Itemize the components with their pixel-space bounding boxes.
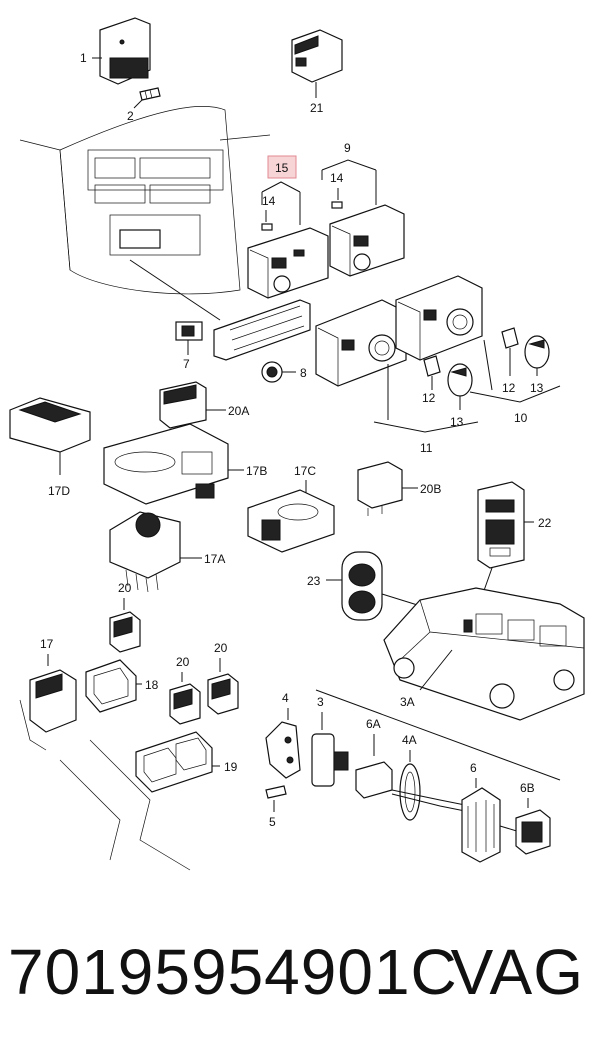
callout-20-c: 20 (214, 641, 228, 655)
callout-19: 19 (224, 760, 238, 774)
part-20-switch-c (207, 673, 239, 715)
callout-17B: 17B (246, 464, 267, 478)
part-10-control-unit (395, 275, 483, 361)
part-18-frame (85, 659, 137, 713)
part-12-clip-a (423, 355, 441, 377)
callout-17C: 17C (294, 464, 316, 478)
footer: 70195954901C VAG (0, 935, 600, 1035)
part-20-switch-b (169, 683, 201, 725)
callout-7: 7 (183, 357, 190, 371)
part-20B-relay (357, 461, 403, 516)
part-20A-switch (159, 381, 207, 429)
part-13-knob-a (447, 363, 473, 397)
part-6-boot (461, 787, 501, 863)
callout-4: 4 (282, 691, 289, 705)
callout-9: 9 (344, 141, 351, 155)
part-21-module (291, 29, 343, 83)
callout-2: 2 (127, 109, 134, 123)
callout-22: 22 (538, 516, 552, 530)
brand-name: VAG (450, 936, 584, 1008)
part-17D-cover (9, 397, 91, 453)
callout-6B: 6B (520, 781, 535, 795)
callout-13-a: 13 (530, 381, 544, 395)
callout-18: 18 (145, 678, 159, 692)
part-1-holder (99, 17, 151, 85)
center-console-outline (59, 739, 191, 871)
part-3-switch (311, 733, 349, 787)
part-5-screw (265, 785, 287, 799)
part-6B-plug (515, 809, 551, 855)
callout-12-b: 12 (422, 391, 436, 405)
part-19-frame (135, 731, 213, 793)
callout-6A: 6A (366, 717, 381, 731)
callout-11: 11 (420, 441, 433, 455)
part-12-clip-b (501, 327, 519, 349)
part-8-knob (261, 361, 283, 383)
callout-20-b: 20 (176, 655, 190, 669)
callout-23: 23 (307, 574, 321, 588)
part-11-control-unit (315, 299, 407, 387)
part-9-switch-panel (329, 204, 405, 277)
callout-20-a: 20 (118, 581, 132, 595)
part-13-knob-b (524, 335, 550, 369)
part-17C-panel (247, 489, 335, 553)
part-6A-connector (355, 761, 393, 799)
part-17-switch (19, 669, 77, 751)
callout-14-a: 14 (262, 194, 276, 208)
part-15-switch-panel (247, 227, 329, 299)
callout-6: 6 (470, 761, 477, 775)
heater-control-strip (213, 299, 311, 361)
part-4-latch (265, 721, 301, 779)
callout-4A: 4A (402, 733, 417, 747)
callout-10: 10 (514, 411, 528, 425)
callout-5: 5 (269, 815, 276, 829)
van-illustration (383, 587, 585, 721)
part-17A-switch (109, 511, 181, 593)
part-number: 70195954901C (8, 936, 458, 1008)
highlight-15 (267, 155, 297, 179)
callout-17D: 17D (48, 484, 70, 498)
callout-12-a: 12 (502, 381, 516, 395)
callout-20B: 20B (420, 482, 441, 496)
part-7-connector (175, 321, 203, 341)
parts-diagram: 1 2 21 15 14 (9, 17, 585, 871)
part-2-screw (139, 87, 161, 101)
callout-8: 8 (300, 366, 307, 380)
callout-1: 1 (80, 51, 87, 65)
callout-3: 3 (317, 695, 324, 709)
callout-14-b: 14 (330, 171, 344, 185)
callout-15: 15 (275, 161, 289, 175)
callout-17A: 17A (204, 552, 225, 566)
callout-17: 17 (40, 637, 54, 651)
callout-21: 21 (310, 101, 324, 115)
callout-20A: 20A (228, 404, 249, 418)
part-20-switch-a (109, 611, 141, 653)
part-22-control-module (477, 481, 525, 569)
dashboard-outline (19, 106, 271, 295)
part-23-switch-housing (341, 551, 383, 621)
callout-3A: 3A (400, 695, 415, 709)
part-17B-bezel (103, 423, 229, 505)
